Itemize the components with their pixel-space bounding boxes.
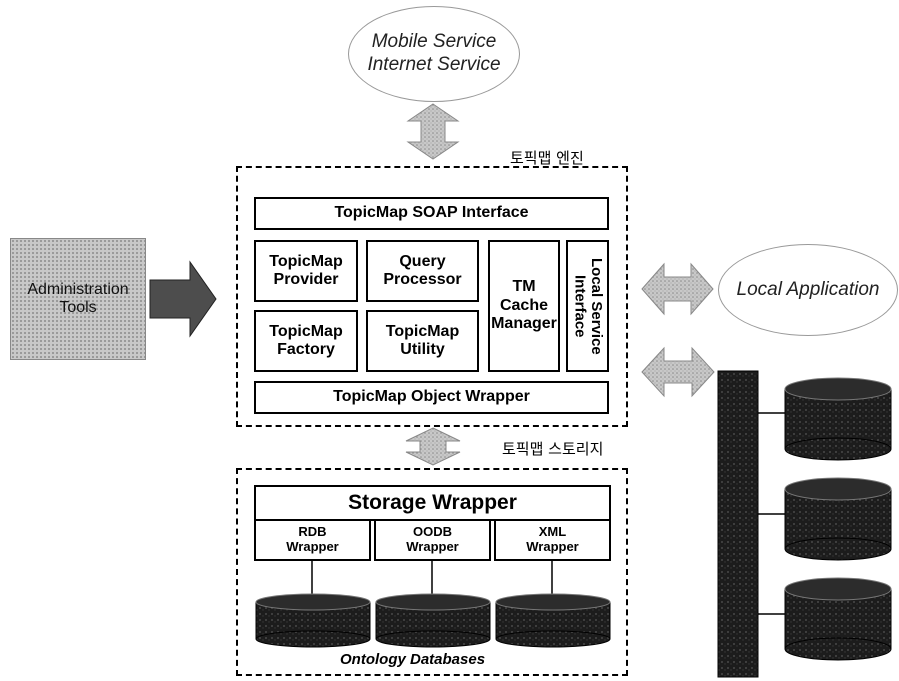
ontology-databases-caption: Ontology Databases <box>340 651 486 668</box>
topicmap-storage-container <box>236 468 628 676</box>
rdb-wrapper-box: RDB Wrapper <box>254 519 371 561</box>
external-database-3 <box>784 577 892 661</box>
administration-tools-box: Administration Tools <box>10 238 146 360</box>
external-database-2 <box>784 477 892 561</box>
storage-wrapper-box: Storage Wrapper <box>254 485 611 521</box>
query-processor-box: Query Processor <box>366 240 479 302</box>
tm-cache-manager-box: TM Cache Manager <box>488 240 560 372</box>
oodb-database-cylinder <box>375 593 491 648</box>
mobile-internet-service-ellipse: Mobile Service Internet Service <box>348 6 520 102</box>
mobile-engine-double-arrow <box>406 103 460 160</box>
local-application-ellipse: Local Application <box>718 244 898 336</box>
engine-storage-double-arrow <box>405 427 461 466</box>
oodb-wrapper-box: OODB Wrapper <box>374 519 491 561</box>
external-database-1 <box>784 377 892 461</box>
engine-label: 토픽맵 엔진 <box>510 149 584 167</box>
xml-wrapper-box: XML Wrapper <box>494 519 611 561</box>
rdb-database-cylinder <box>255 593 371 648</box>
soap-interface-box: TopicMap SOAP Interface <box>254 197 609 230</box>
engine-bus-double-arrow <box>641 346 715 398</box>
topicmap-object-wrapper-box: TopicMap Object Wrapper <box>254 381 609 414</box>
topicmap-factory-box: TopicMap Factory <box>254 310 358 372</box>
admin-to-engine-arrow <box>149 260 217 338</box>
storage-label: 토픽맵 스토리지 <box>502 440 604 458</box>
xml-database-cylinder <box>495 593 611 648</box>
local-application-double-arrow <box>641 262 714 316</box>
local-service-interface-box: Local Service Interface <box>566 240 609 372</box>
external-system-bus <box>717 370 759 678</box>
topicmap-utility-box: TopicMap Utility <box>366 310 479 372</box>
topicmap-engine-container <box>236 166 628 427</box>
local-service-interface-label: Local Service Interface <box>571 257 606 355</box>
topicmap-provider-box: TopicMap Provider <box>254 240 358 302</box>
